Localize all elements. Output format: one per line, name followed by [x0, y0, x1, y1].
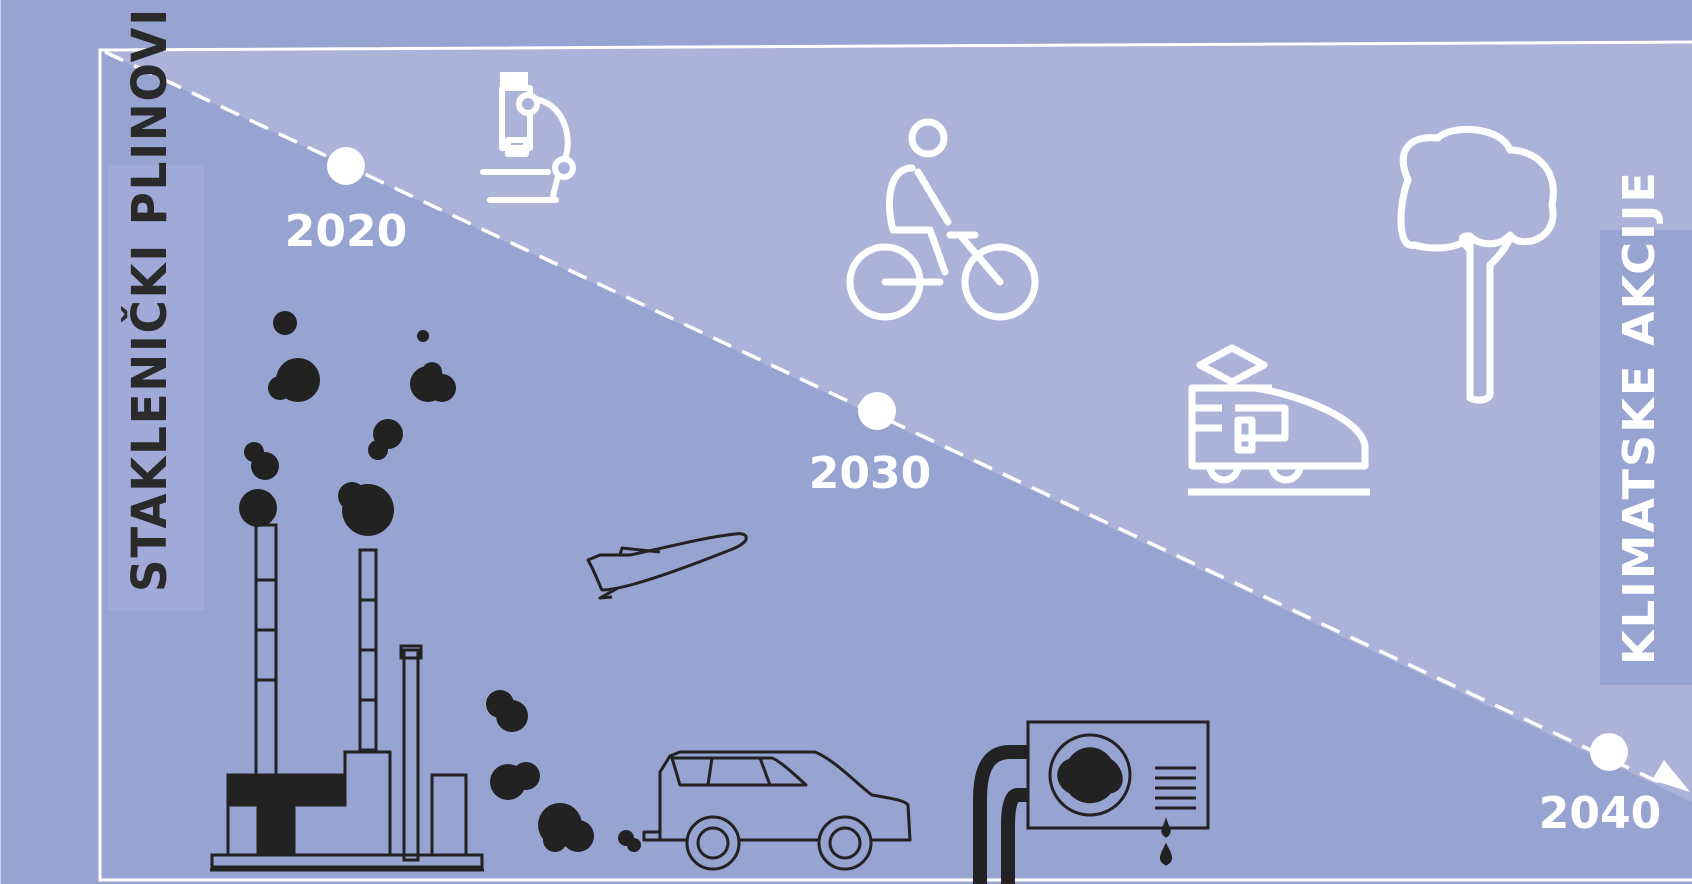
smoke-icon [239, 311, 641, 852]
left-axis-label: STAKLENIČKI PLINOVI [121, 7, 178, 592]
cyclist-icon [846, 118, 1039, 321]
right-axis-label: KLIMATSKE AKCIJE [1614, 170, 1665, 665]
train-icon [1188, 344, 1370, 496]
right-label-panel [1600, 230, 1692, 685]
trend-arrow-icon [1652, 760, 1690, 792]
left-label-panel [108, 165, 204, 610]
microscope-icon [480, 72, 576, 203]
heat-pump-icon [973, 720, 1210, 884]
factory-icon [210, 523, 484, 872]
airplane-icon [586, 532, 748, 600]
milestone-year-2020: 2020 [285, 206, 407, 257]
car-icon [642, 750, 912, 871]
milestone-dot-2020 [327, 147, 365, 185]
milestone-dot-2040 [1590, 733, 1628, 771]
milestone-dot-2030 [858, 392, 896, 430]
diagram-frame [98, 40, 1692, 882]
tree-icon [1397, 125, 1557, 404]
milestone-year-2040: 2040 [1539, 788, 1661, 839]
milestone-year-2030: 2030 [809, 448, 931, 499]
